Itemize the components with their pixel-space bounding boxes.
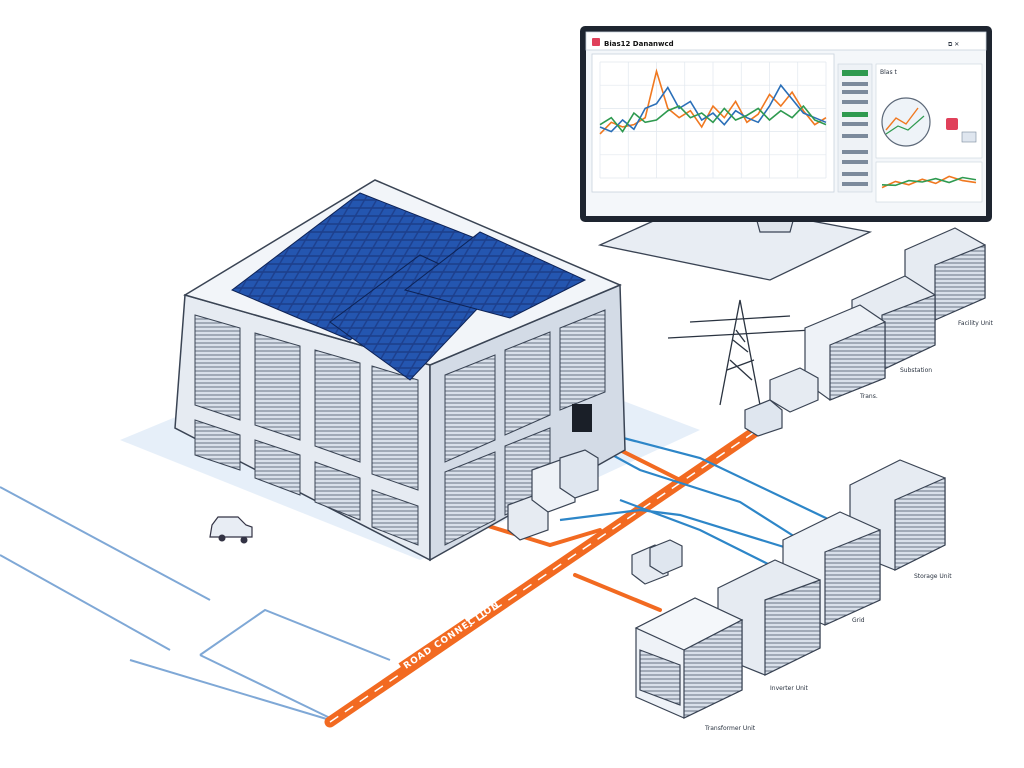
- road-label: ROAD CONNECTION: [402, 600, 502, 672]
- units-lower: [634, 459, 946, 719]
- unit-label-top-1: Facility Unit: [958, 320, 994, 327]
- car-icon: [209, 516, 253, 544]
- main-chart-grid: [599, 61, 827, 179]
- unit-label-bottom-4: Transformer Unit: [704, 725, 756, 732]
- building-door: [572, 404, 592, 432]
- dashboard-title[interactable]: Bias12 Dananwcd: [604, 40, 674, 48]
- site-outline: [0, 486, 391, 721]
- unit-label-top-2: Substation: [900, 367, 932, 374]
- chart-series-line-2: [599, 83, 827, 133]
- gauge-dial-icon: [881, 97, 931, 147]
- main-building: [174, 179, 626, 562]
- building-vents-left: [194, 314, 419, 546]
- units-upper: [744, 227, 986, 437]
- sidebar-items[interactable]: [842, 70, 868, 186]
- mini-chart-lines: [881, 175, 977, 189]
- unit-labels: Facility Unit Substation Trans. Storage …: [704, 320, 994, 732]
- main-chart-lines: [599, 68, 827, 135]
- unit-label-bottom-3: Grid: [852, 617, 865, 624]
- settings-button[interactable]: [961, 131, 977, 143]
- unit-label-top-3: Trans.: [859, 393, 878, 400]
- unit-label-bottom-1: Storage Unit: [914, 573, 952, 580]
- building-vents-right: [444, 309, 606, 546]
- widget-panel-title: Blas t: [880, 69, 897, 76]
- window-controls-icon[interactable]: ⧉ ✕: [948, 41, 959, 48]
- unit-label-bottom-2: Inverter Unit: [770, 685, 809, 692]
- chart-series-line-1: [881, 175, 977, 189]
- gauge-trend: [885, 107, 919, 131]
- road-label-tag: ROAD CONNECTION: [398, 600, 502, 674]
- app-logo-icon: [592, 38, 600, 46]
- equipment-cabinets: [507, 449, 683, 585]
- solar-panels: [231, 192, 587, 381]
- chart-series-line-3: [599, 104, 827, 133]
- alert-icon[interactable]: [946, 118, 958, 130]
- chart-series-line-2: [881, 176, 977, 187]
- transmission-tower-icon: [667, 299, 813, 406]
- monitor: Bias12 Dananwcd ⧉ ✕ Blas t: [580, 26, 992, 281]
